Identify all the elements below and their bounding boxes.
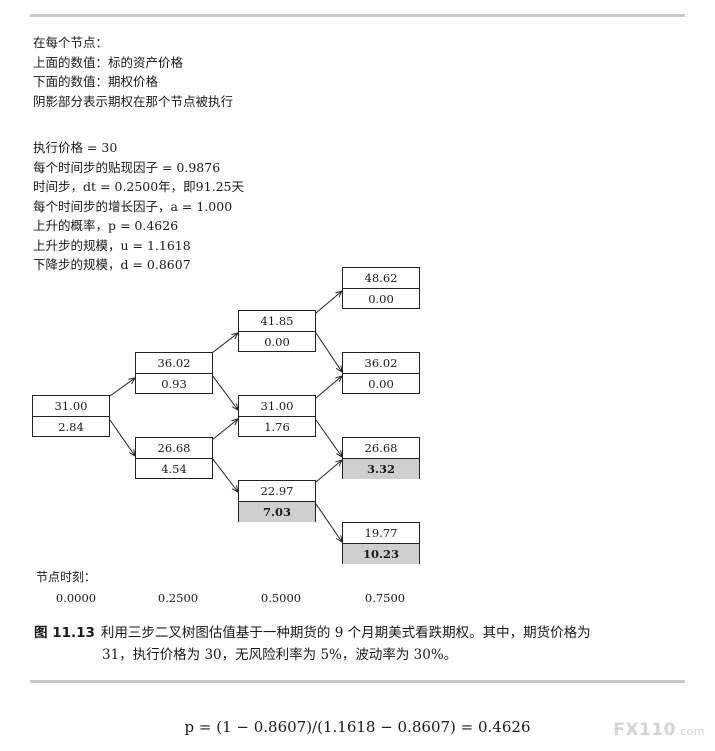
bottom-rule: [30, 680, 685, 683]
time-axis-value: 0.0000: [55, 591, 97, 605]
node-price: 36.02: [136, 353, 212, 374]
edge-n1u-n2uu: [211, 333, 238, 354]
caption-line-2: 31，执行价格为 30，无风险利率为 5%，波动率为 30%。: [102, 647, 458, 663]
top-rule: [30, 14, 685, 17]
node-price: 31.00: [33, 396, 109, 417]
time-axis-value: 0.2500: [157, 591, 199, 605]
param-growth: 每个时间步的增长因子，a = 1.000: [33, 198, 233, 214]
edge-n1d-n2m: [211, 419, 238, 441]
edge-n1u-n2m: [211, 374, 238, 410]
node-option-value: 7.03: [239, 502, 315, 522]
legend-line: 在每个节点：: [33, 35, 109, 50]
node-option-value: 3.32: [343, 459, 419, 479]
node-option-value: 0.00: [264, 335, 290, 349]
node-price: 26.68: [136, 438, 212, 459]
node-option-value: 0.00: [368, 292, 394, 306]
watermark-text: FX110: [613, 720, 676, 740]
node-price: 26.68: [343, 438, 419, 459]
param-down: 下降步的规模，d = 0.8607: [33, 257, 191, 272]
legend-line: 下面的数值：期权价格: [33, 74, 159, 89]
node-price: 41.85: [239, 311, 315, 332]
node-price: 36.02: [343, 353, 419, 374]
probability-formula: p = (1 − 0.8607)/(1.1618 − 0.8607) = 0.4…: [184, 718, 531, 736]
tree-node-t1-up: 36.02 0.93: [135, 352, 213, 394]
tree-node-t0: 31.00 2.84: [32, 395, 110, 437]
figure-caption: 图 11.13 利用三步二叉树图估值基于一种期货的 9 个月期美式看跌期权。其中，…: [34, 622, 674, 666]
time-axis-value: 0.7500: [364, 591, 406, 605]
tree-parameters: 执行价格 = 30 每个时间步的贴现因子 = 0.9876 时间步，dt = 0…: [33, 138, 244, 275]
figure-label: 图 11.13: [34, 625, 95, 641]
param-strike: 执行价格 = 30: [33, 140, 118, 155]
node-option-value: 2.84: [58, 420, 84, 434]
edge-n2m-n3c: [315, 419, 342, 457]
edge-n1d-n2dd: [211, 457, 238, 492]
caption-line-1: 利用三步二叉树图估值基于一种期货的 9 个月期美式看跌期权。其中，期货价格为: [100, 625, 591, 641]
node-price: 22.97: [239, 481, 315, 502]
tree-node-t2-middle: 31.00 1.76: [238, 395, 316, 437]
time-axis-title: 节点时刻：: [36, 570, 97, 584]
node-option-value: 10.23: [343, 544, 419, 564]
watermark-logo: FX110.com: [613, 720, 705, 740]
legend-line: 阴影部分表示期权在那个节点被执行: [33, 93, 234, 109]
edge-n0-n1u: [109, 378, 135, 397]
param-up: 上升步的规模，u = 1.1618: [33, 237, 191, 253]
node-legend: 在每个节点： 上面的数值：标的资产价格 下面的数值：期权价格 阴影部分表示期权在…: [33, 33, 233, 111]
node-option-value: 0.93: [161, 377, 187, 391]
tree-connectors: [109, 0, 715, 600]
param-prob: 上升的概率，p = 0.4626: [33, 218, 179, 233]
param-dt: 时间步，dt = 0.2500年，即91.25天: [33, 179, 244, 194]
edge-n2uu-n3a: [315, 291, 342, 314]
tree-node-t3-c: 26.68 3.32: [342, 437, 420, 479]
tree-node-t1-down: 26.68 4.54: [135, 437, 213, 479]
edge-n2uu-n3b: [315, 332, 342, 372]
tree-node-t3-d: 19.77 10.23: [342, 522, 420, 564]
edge-n0-n1d: [109, 419, 135, 456]
watermark-suffix: .com: [676, 725, 705, 738]
node-option-value: 0.00: [368, 377, 394, 391]
node-option-value: 4.54: [161, 462, 187, 476]
time-axis-value: 0.5000: [260, 591, 302, 605]
tree-node-t3-a: 48.62 0.00: [342, 267, 420, 309]
tree-node-t2-downdown: 22.97 7.03: [238, 480, 316, 522]
node-price: 48.62: [343, 268, 419, 289]
edge-n2dd-n3d: [315, 503, 342, 542]
edge-n2m-n3b: [315, 376, 342, 399]
node-price: 31.00: [239, 396, 315, 417]
node-option-value: 1.76: [264, 420, 290, 434]
param-discount: 每个时间步的贴现因子 = 0.9876: [33, 159, 221, 175]
edge-n2dd-n3c: [315, 460, 342, 483]
node-price: 19.77: [343, 523, 419, 544]
legend-line: 上面的数值：标的资产价格: [33, 54, 184, 70]
tree-node-t3-b: 36.02 0.00: [342, 352, 420, 394]
tree-node-t2-upup: 41.85 0.00: [238, 310, 316, 352]
